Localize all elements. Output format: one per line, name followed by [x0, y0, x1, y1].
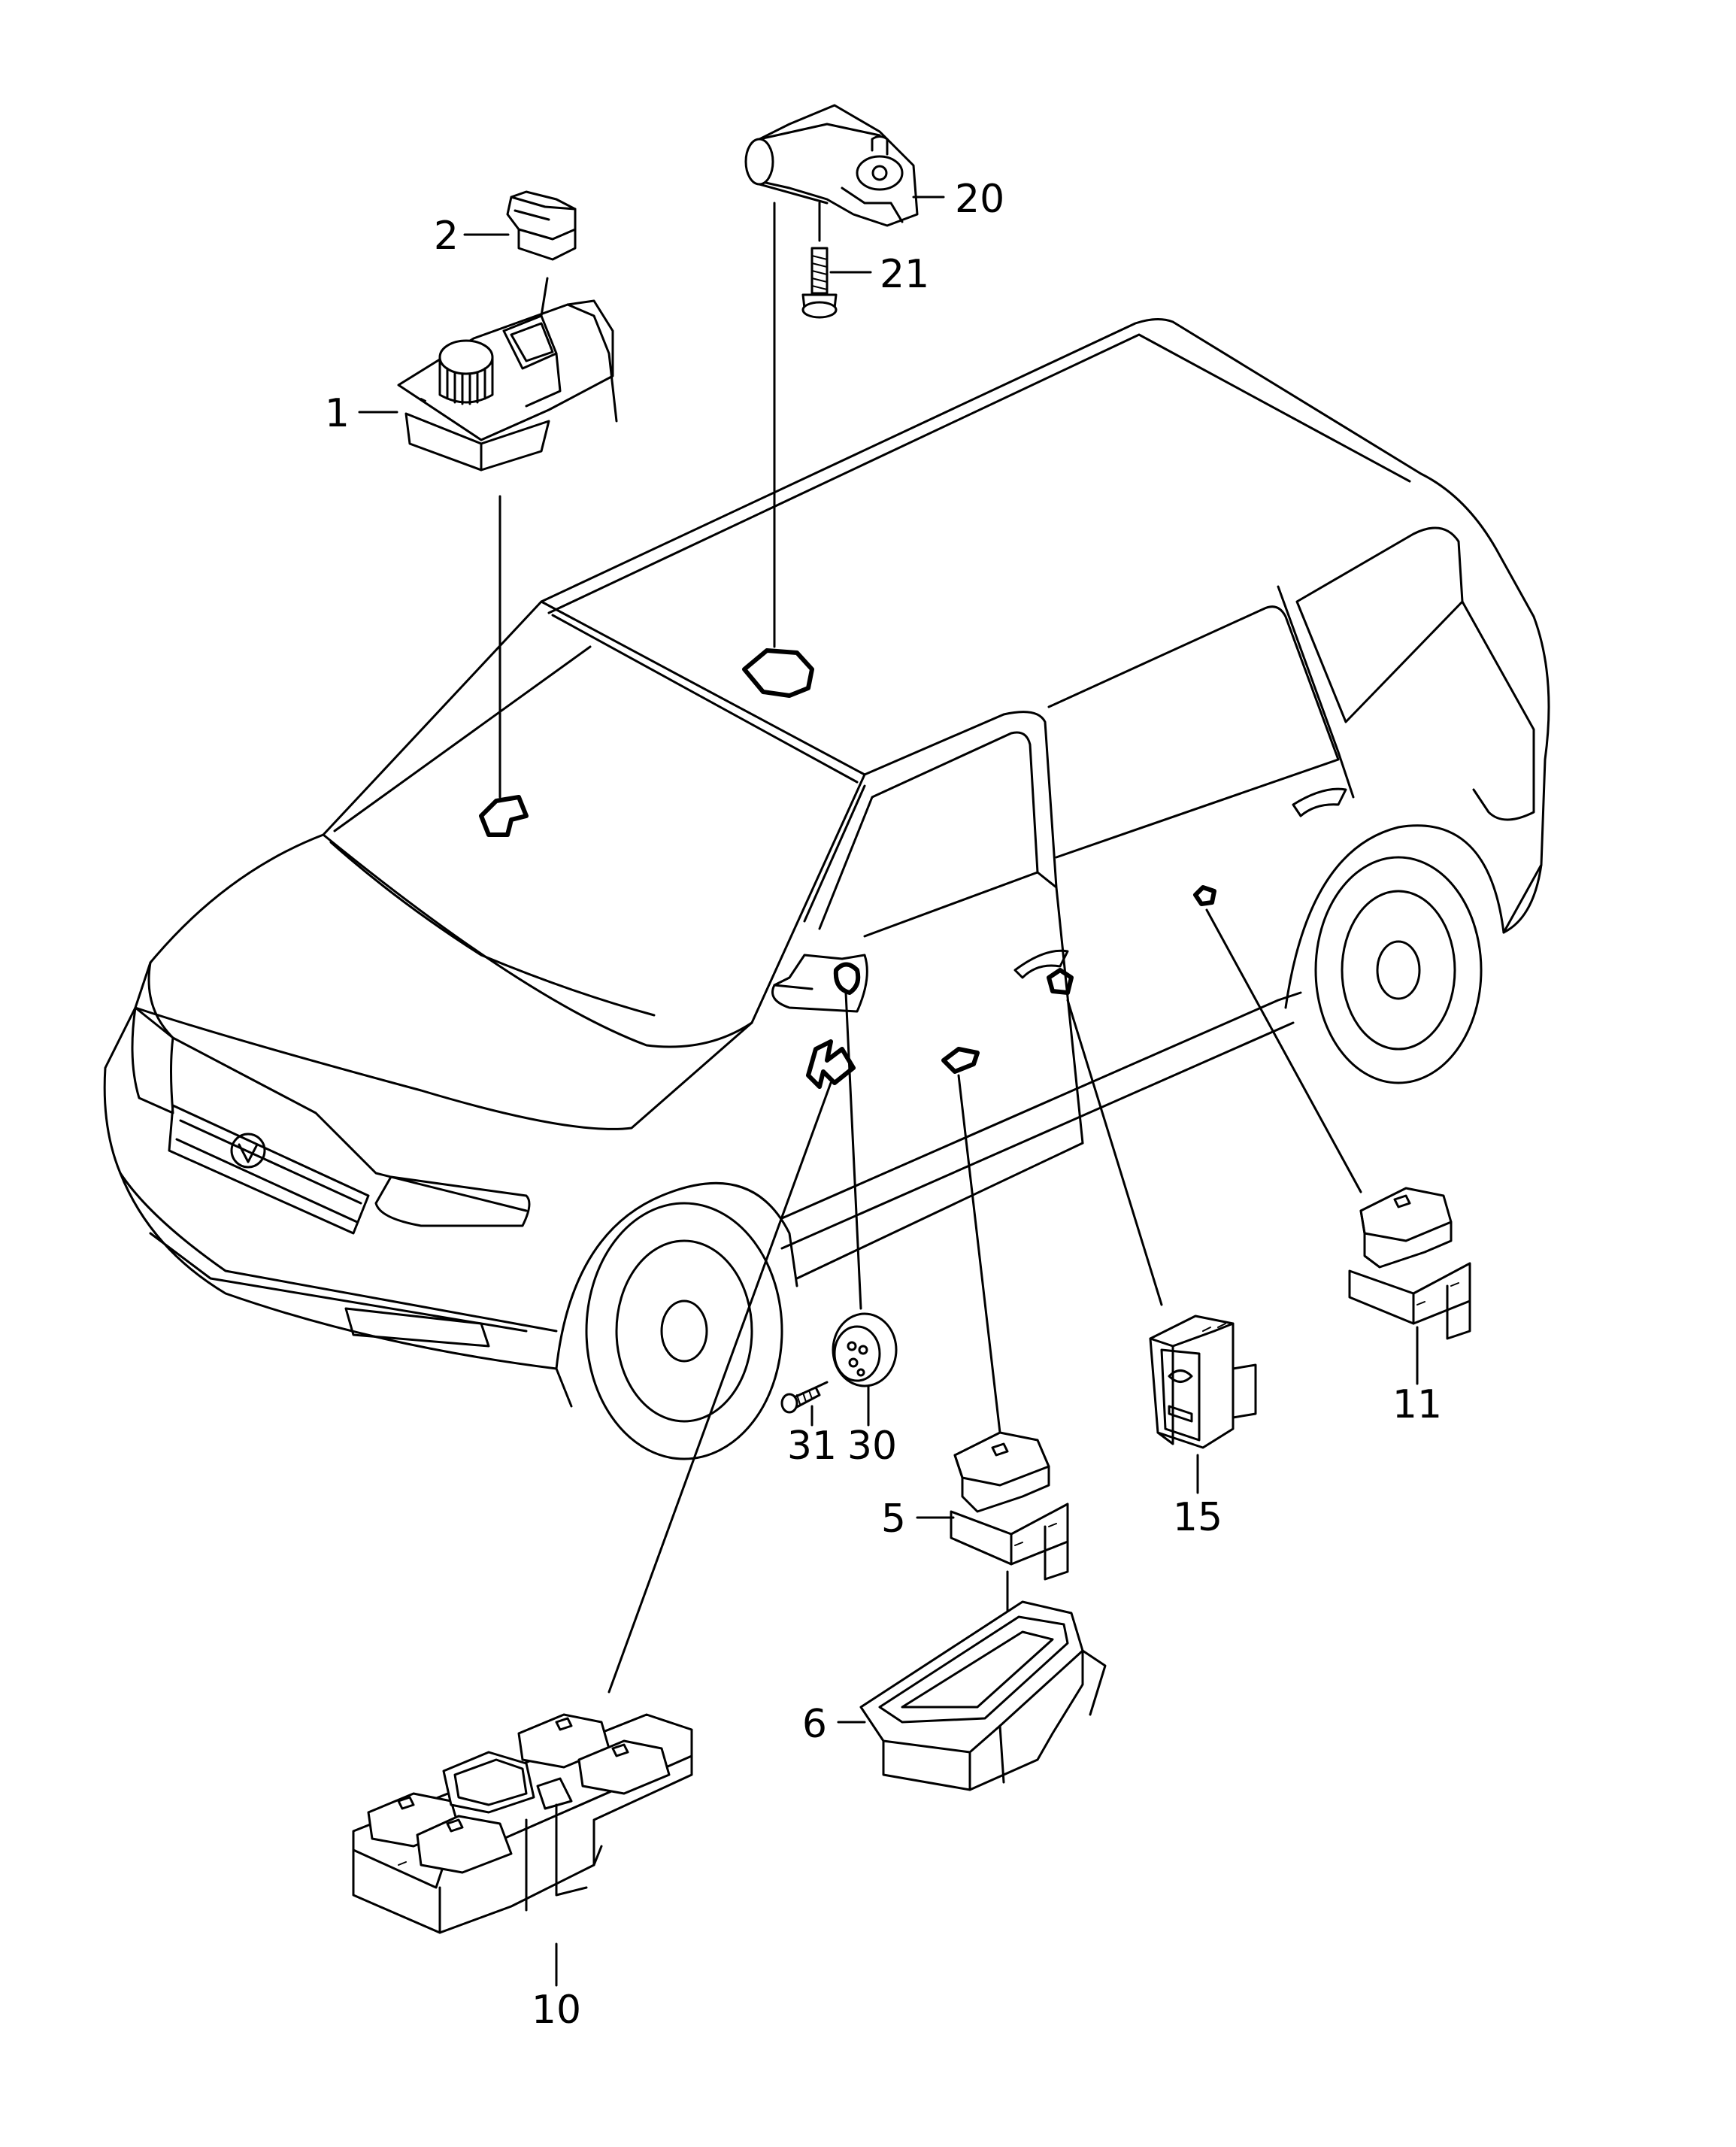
marker-mirror-connector [836, 965, 858, 993]
marker-driver-door-switch [944, 1049, 977, 1072]
part-6-switch-trim-bezel [861, 1602, 1105, 1790]
part-20-sunroof-motor [746, 105, 917, 226]
callout-20: 20 [955, 177, 1004, 222]
part-1-mirror-adjust-switch [398, 278, 617, 470]
part-5-window-switch [951, 1433, 1068, 1579]
marker-rear-door-switch [1195, 887, 1214, 904]
callout-21: 21 [880, 252, 929, 297]
marker-roof-sunroof [744, 650, 812, 696]
part-30-mirror-connector [833, 1314, 896, 1386]
callout-10: 10 [532, 1988, 581, 2033]
part-10-driver-window-switch-panel [353, 1715, 692, 1933]
part-15-child-lock-switch [1150, 1316, 1256, 1448]
callout-15: 15 [1173, 1495, 1222, 1540]
part-21-bolt [803, 248, 836, 317]
callout-2: 2 [434, 214, 459, 259]
callout-1: 1 [325, 391, 350, 436]
marker-driver-door-panel [808, 1042, 853, 1087]
callout-5: 5 [881, 1497, 906, 1542]
leader-lines [500, 203, 1361, 1692]
callout-31: 31 [787, 1424, 837, 1469]
vehicle-outline [105, 319, 1549, 1459]
callout-labels: 1 2 20 21 31 30 5 6 15 11 10 [325, 177, 1442, 2033]
callout-ticks [359, 197, 1417, 1985]
part-2-switch-cap [507, 192, 575, 259]
marker-dash-mirror-switch [481, 797, 526, 835]
part-31-screw [782, 1382, 827, 1412]
callout-30: 30 [847, 1424, 897, 1469]
location-markers [481, 650, 1214, 1087]
marker-passenger-door-switch [1049, 970, 1071, 993]
callout-6: 6 [802, 1702, 827, 1747]
callout-11: 11 [1392, 1382, 1442, 1427]
part-11-rear-window-switch [1350, 1188, 1470, 1339]
